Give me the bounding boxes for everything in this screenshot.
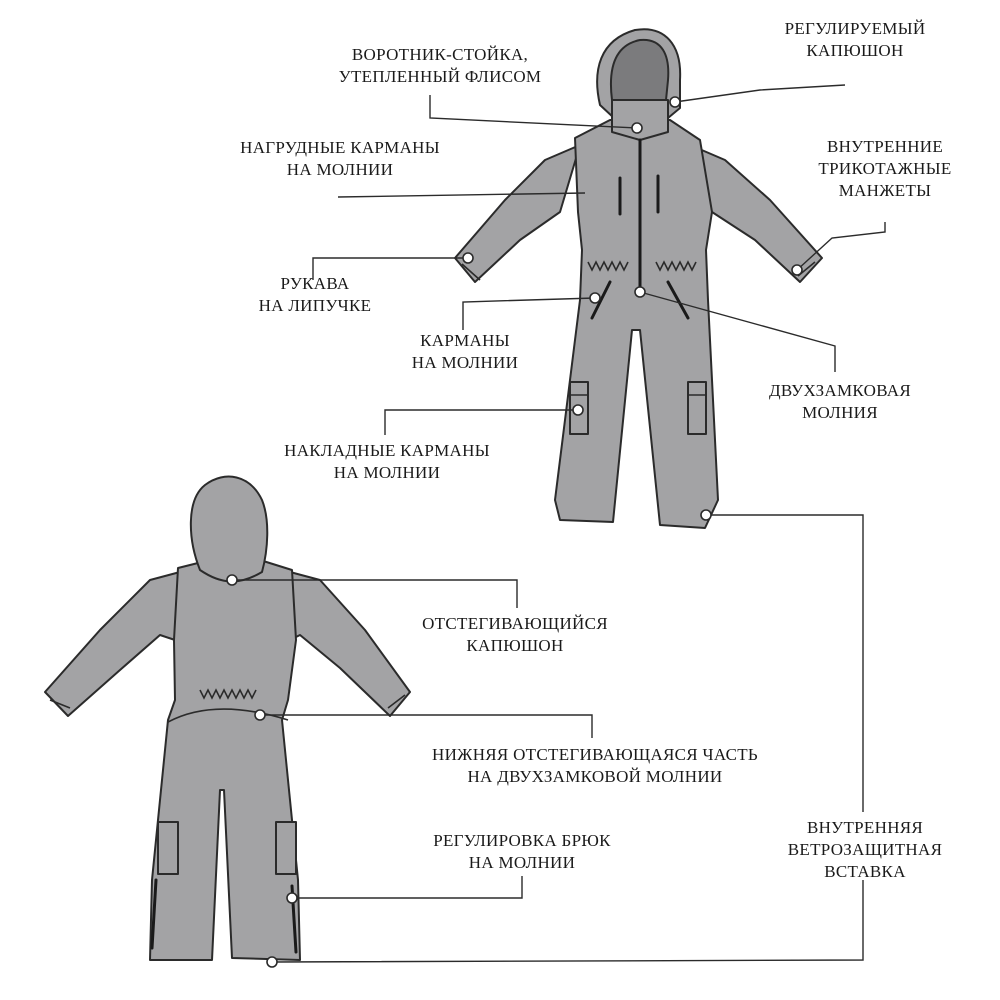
leader-wind-insert xyxy=(706,514,864,812)
leader-wind-insert-lower xyxy=(271,880,864,963)
leader-collar xyxy=(429,95,638,129)
dot-inner-cuffs xyxy=(791,264,803,276)
back-left-sleeve xyxy=(44,571,181,717)
leader-detachable-hood xyxy=(232,579,518,608)
label-collar: ВОРОТНИК-СТОЙКА, УТЕПЛЕННЫЙ ФЛИСОМ xyxy=(338,45,542,86)
front-side-pocket-zip-right xyxy=(666,280,690,320)
label-hood-adjustable: РЕГУЛИРУЕМЫЙ КАПЮШОН xyxy=(784,19,926,60)
back-patch-pocket-right xyxy=(275,821,297,875)
leader-detachable-bottom xyxy=(260,714,593,738)
back-pants-zip-left xyxy=(150,878,158,950)
back-body xyxy=(149,559,301,961)
front-collar xyxy=(611,99,669,141)
leader-zip-pockets xyxy=(462,297,596,330)
label-chest-pockets: НАГРУДНЫЕ КАРМАНЫ НА МОЛНИИ xyxy=(240,138,440,179)
label-detachable-hood: ОТСТЕГИВАЮЩИЙСЯ КАПЮШОН xyxy=(422,614,608,655)
front-right-sleeve xyxy=(689,144,823,283)
label-velcro-sleeves: РУКАВА НА ЛИПУЧКЕ xyxy=(258,274,372,315)
back-waist-zigzag xyxy=(199,688,257,700)
callout-dots xyxy=(226,96,803,968)
back-suit xyxy=(44,475,411,961)
front-waist-zigzag-left xyxy=(587,260,629,272)
front-left-sleeve xyxy=(454,144,581,283)
leader-pants-adjust xyxy=(292,876,523,899)
label-two-way-zip: ДВУХЗАМКОВАЯ МОЛНИЯ xyxy=(768,381,912,422)
dot-velcro-sleeves xyxy=(462,252,474,264)
leader-velcro-sleeves xyxy=(312,257,468,280)
back-hood xyxy=(189,475,269,583)
label-wind-insert: ВНУТРЕННЯЯ ВЕТРОЗАЩИТНАЯ ВСТАВКА xyxy=(787,818,943,881)
dot-collar xyxy=(631,122,643,134)
front-left-cuff xyxy=(461,263,481,281)
dot-wind-insert-back xyxy=(266,956,278,968)
front-body xyxy=(554,119,719,529)
leader-hood-adjustable xyxy=(674,84,846,103)
front-side-pocket-zip-left xyxy=(590,280,612,320)
label-pants-adjust: РЕГУЛИРОВКА БРЮК НА МОЛНИИ xyxy=(433,831,611,872)
dot-wind-insert xyxy=(700,509,712,521)
back-right-cuff xyxy=(387,694,406,709)
back-right-sleeve xyxy=(289,571,411,717)
label-zip-pockets: КАРМАНЫ НА МОЛНИИ xyxy=(411,331,519,372)
dot-detachable-bottom xyxy=(254,709,266,721)
back-left-cuff xyxy=(49,699,71,709)
dot-two-way-zip xyxy=(634,286,646,298)
dot-hood-adjustable xyxy=(669,96,681,108)
label-patch-pockets: НАКЛАДНЫЕ КАРМАНЫ НА МОЛНИИ xyxy=(284,441,490,482)
leader-chest-pockets xyxy=(337,192,586,198)
label-inner-cuffs: ВНУТРЕННИЕ ТРИКОТАЖНЫЕ МАНЖЕТЫ xyxy=(818,137,952,200)
leader-inner-cuffs xyxy=(796,222,886,271)
dot-detachable-hood xyxy=(226,574,238,586)
front-waist-zigzag-right xyxy=(655,260,697,272)
dot-patch-pockets xyxy=(572,404,584,416)
dot-zip-pockets xyxy=(589,292,601,304)
leader-lines xyxy=(232,84,886,963)
label-detachable-bottom: НИЖНЯЯ ОТСТЕГИВАЮЩАЯСЯ ЧАСТЬ НА ДВУХЗАМК… xyxy=(432,745,758,786)
leader-two-way-zip xyxy=(639,291,836,372)
dot-pants-adjust xyxy=(286,892,298,904)
back-patch-pocket-left xyxy=(157,821,179,875)
leader-patch-pockets xyxy=(384,409,578,435)
front-suit xyxy=(454,28,823,529)
front-patch-pocket-right xyxy=(687,381,707,435)
